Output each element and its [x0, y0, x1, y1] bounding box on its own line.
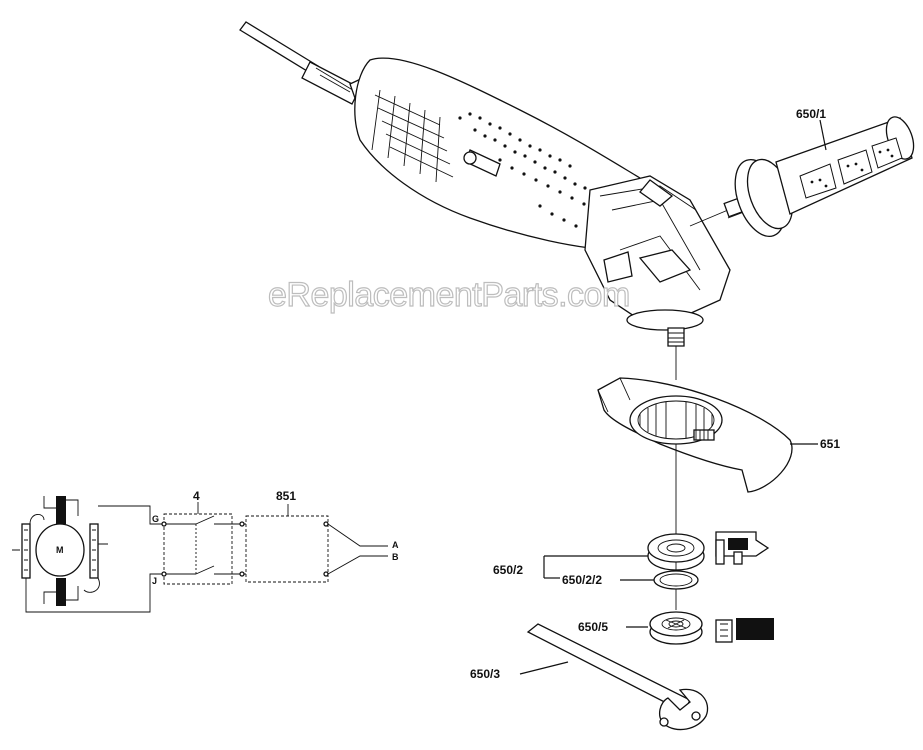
- switch-block: 4 G J: [152, 489, 233, 586]
- wheel-guard: 651: [597, 346, 840, 540]
- switch-label: 4: [193, 489, 200, 503]
- wiring-schematic: M 4 G J: [12, 489, 399, 613]
- angle-grinder-body: [239, 21, 731, 347]
- mounting-flange: [647, 531, 770, 571]
- watermark-text: eReplacementParts.com: [268, 276, 630, 314]
- guard-clamp-teeth: [639, 402, 715, 441]
- label-650-2-2: 650/2/2: [562, 573, 602, 587]
- motor-symbol: M: [21, 496, 100, 606]
- output-a-label: A: [392, 540, 399, 550]
- label-650-3: 650/3: [470, 667, 500, 681]
- label-650-1: 650/1: [796, 107, 826, 121]
- handle-grip-pattern: [799, 137, 903, 199]
- flange-group-bracket: 650/2 650/2/2: [493, 555, 654, 587]
- suppressor-label: 851: [276, 489, 296, 503]
- suppressor-block: 851 A B: [245, 489, 399, 583]
- output-b-label: B: [392, 552, 399, 562]
- o-ring: [653, 562, 699, 610]
- label-651: 651: [820, 437, 840, 451]
- side-handle: 650/1: [723, 107, 915, 237]
- terminal-g-label: G: [152, 514, 159, 524]
- pin-spanner: 650/3: [470, 623, 709, 731]
- terminal-j-label: J: [152, 576, 157, 586]
- motor-label: M: [56, 545, 64, 555]
- vent-grill: [371, 89, 454, 183]
- clamping-nut: 650/5: [578, 611, 774, 645]
- label-650-5: 650/5: [578, 620, 608, 634]
- label-650-2: 650/2: [493, 563, 523, 577]
